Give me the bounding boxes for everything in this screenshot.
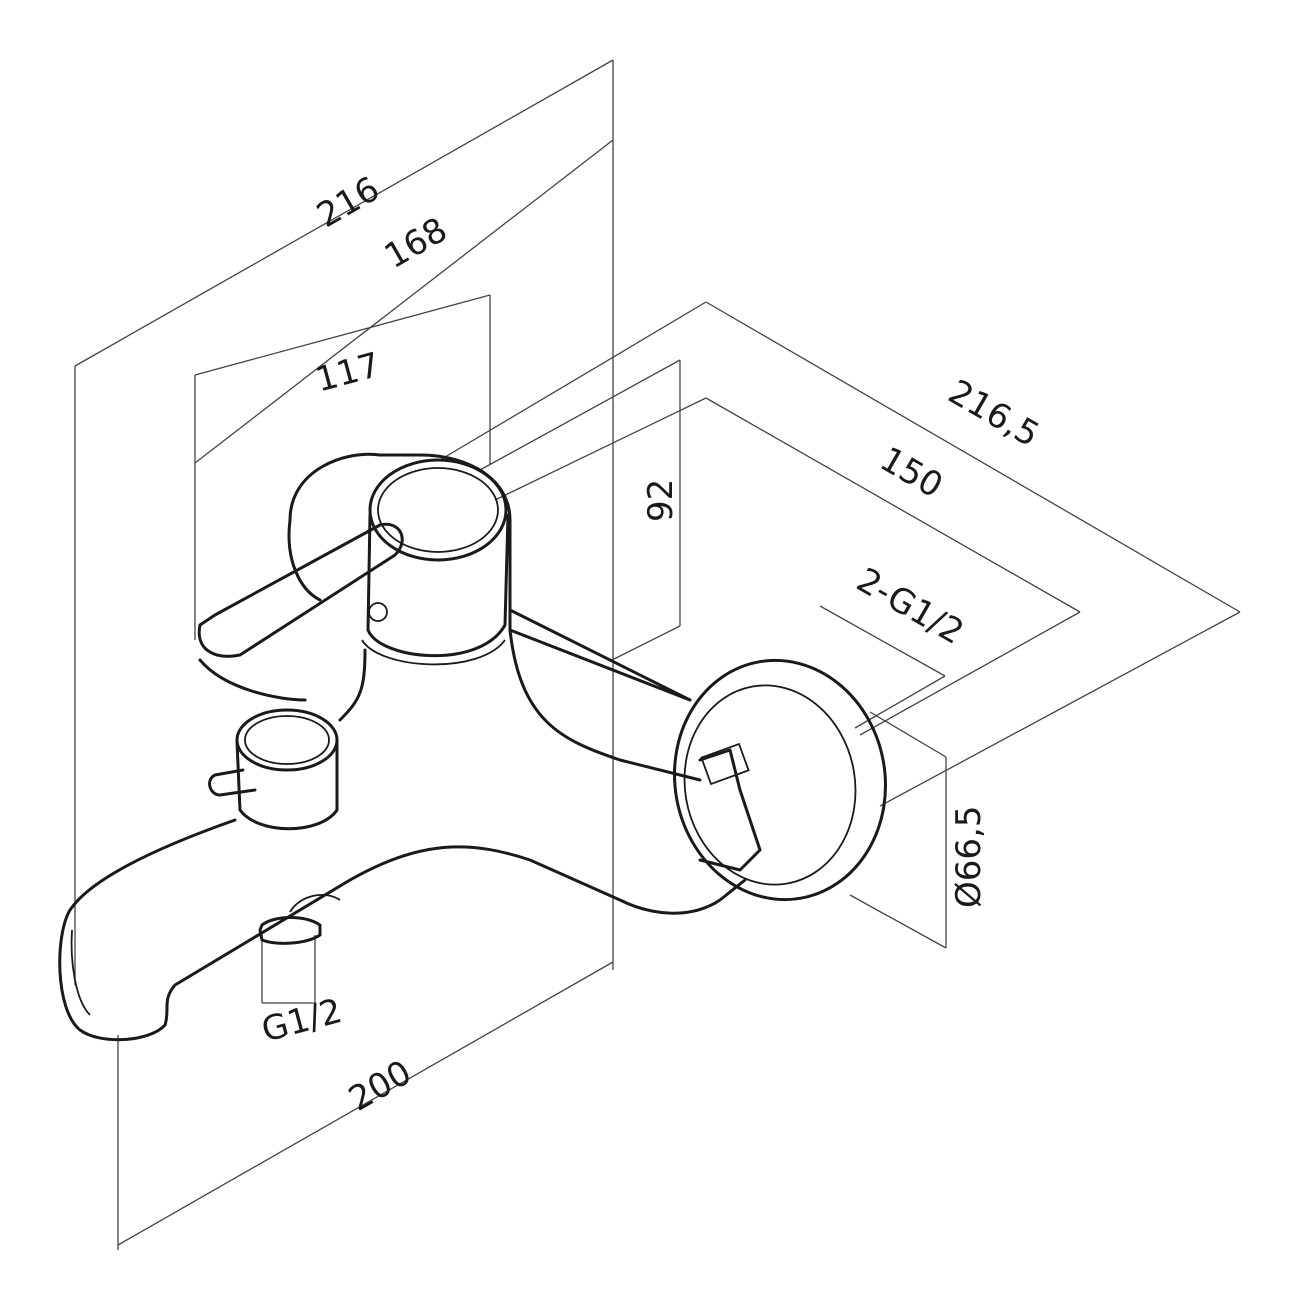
inlet-nut	[700, 742, 750, 786]
lever-screw	[368, 602, 388, 622]
diverter-knob-top	[235, 708, 339, 772]
dim-g1-2: G1/2	[258, 991, 347, 1051]
dimension-labels: 216 168 117 216,5 150 92 2-G1/2 Ø66,5 G1…	[258, 169, 1046, 1120]
dim-168: 168	[378, 210, 454, 277]
dim-117: 117	[311, 345, 384, 400]
dim-216-5: 216,5	[942, 372, 1046, 455]
diverter-pin	[208, 768, 257, 797]
inlet-elbow	[698, 748, 762, 872]
arm-upper	[508, 608, 692, 702]
dim-150: 150	[873, 439, 949, 506]
lever-handle	[197, 522, 404, 658]
dim-2-g1-2: 2-G1/2	[850, 560, 971, 653]
wall-flange-outer	[673, 658, 887, 902]
dim-diameter-66-5: Ø66,5	[949, 806, 989, 908]
spout	[58, 818, 747, 1042]
wall-flange-inner	[683, 684, 857, 886]
dimension-lines	[74, 59, 1241, 1250]
cartridge-cap	[368, 458, 508, 562]
outlet-nozzle	[258, 916, 322, 945]
dim-92: 92	[641, 479, 681, 522]
mixer-body-outline	[288, 452, 692, 702]
faucet-body	[58, 452, 887, 1042]
